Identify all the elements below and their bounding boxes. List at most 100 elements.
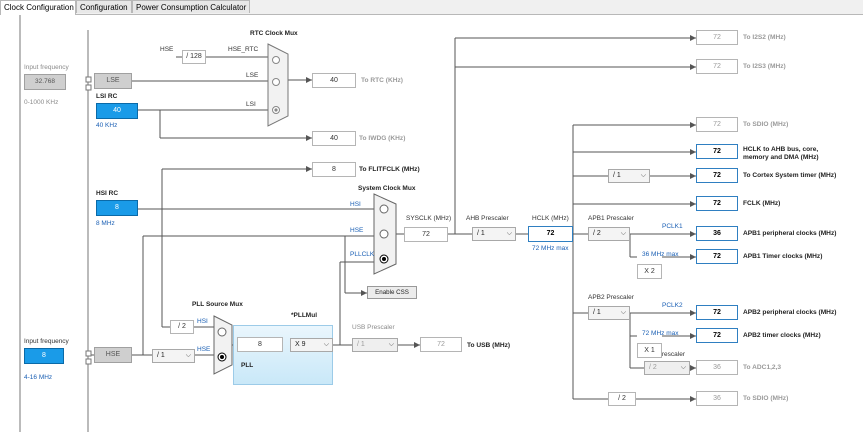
apb2-timer-value[interactable]: 72 — [696, 328, 738, 343]
lse-frequency-input[interactable]: 32.768 — [24, 74, 66, 90]
apb2-peripheral-value[interactable]: 72 — [696, 305, 738, 320]
usb-clock-label: To USB (MHz) — [467, 342, 511, 349]
sysclk-mux-title: System Clock Mux — [358, 185, 416, 192]
chevron-down-icon: ⌵ — [680, 364, 686, 371]
hclk-ahb-label-line2: memory and DMA (MHz) — [743, 154, 819, 161]
sysclk-hse-label: HSE — [350, 227, 364, 234]
sdio2-clock-value[interactable]: 36 — [696, 391, 738, 406]
hse-range-label: 4-16 MHz — [24, 374, 53, 381]
apb1-prescaler-select[interactable]: / 2 ⌵ — [588, 227, 630, 241]
cortex-timer-divider-value: / 1 — [613, 172, 621, 179]
apb1-timer-label: APB1 Timer clocks (MHz) — [743, 253, 823, 260]
usb-prescaler-value: / 1 — [357, 341, 365, 348]
chevron-down-icon: ⌵ — [388, 341, 394, 348]
hse-pll-divider-select[interactable]: / 1⌵ — [152, 349, 195, 363]
apb2-timer-multiplier: X 1 — [637, 343, 662, 358]
apb2-prescaler-select[interactable]: / 1 ⌵ — [588, 306, 630, 320]
pclk1-max-label: 36 MHz max — [642, 251, 679, 258]
usb-prescaler-select[interactable]: / 1 ⌵ — [352, 338, 398, 352]
adc-clock-label: To ADC1,2,3 — [743, 364, 782, 371]
pll-multiplier-value: X 9 — [295, 341, 306, 348]
enable-css-button[interactable]: Enable CSS — [367, 286, 417, 299]
adc-clock-value[interactable]: 36 — [696, 360, 738, 375]
hclk-max-label: 72 MHz max — [532, 245, 569, 252]
fclk-label: FCLK (MHz) — [743, 200, 781, 207]
rtc-hse-rtc-label: HSE_RTC — [228, 46, 259, 53]
pll-mul-label: *PLLMul — [291, 312, 317, 319]
sdio-clock-value[interactable]: 72 — [696, 117, 738, 132]
sysclk-hsi-label: HSI — [350, 201, 361, 208]
apb2-prescaler-title: APB2 Prescaler — [588, 294, 634, 301]
hsi-rc-title: HSI RC — [96, 190, 119, 197]
pll-source-mux-title: PLL Source Mux — [192, 301, 243, 308]
hsi-div2-box: / 2 — [170, 320, 194, 334]
flitfclk-value[interactable]: 8 — [312, 162, 356, 177]
hsi-rc-value: 8 — [96, 200, 138, 216]
pll-src-hse-label: HSE — [197, 346, 211, 353]
chevron-down-icon: ⌵ — [323, 341, 329, 348]
cortex-timer-label: To Cortex System timer (MHz) — [743, 172, 837, 179]
cortex-timer-value[interactable]: 72 — [696, 168, 738, 183]
cortex-timer-divider-select[interactable]: / 1 ⌵ — [608, 169, 650, 183]
adc-prescaler-select[interactable]: / 2 ⌵ — [644, 361, 690, 375]
chevron-down-icon: ⌵ — [640, 172, 646, 179]
hse-block: HSE — [94, 347, 132, 363]
apb2-prescaler-value: / 1 — [593, 309, 601, 316]
chevron-down-icon: ⌵ — [620, 230, 626, 237]
flitfclk-label: To FLITFCLK (MHz) — [359, 166, 420, 173]
adc-prescaler-value: / 2 — [649, 364, 657, 371]
rtc-lsi-label: LSI — [246, 101, 256, 108]
pll-block — [233, 325, 333, 385]
apb2-peripheral-label: APB2 peripheral clocks (MHz) — [743, 309, 837, 316]
sdio-clock-label: To SDIO (MHz) — [743, 121, 789, 128]
hse-pll-divider-value: / 1 — [157, 352, 165, 359]
hclk-value[interactable]: 72 — [528, 226, 573, 242]
clock-tree-canvas: RTC Clock Mux System Clock Mux PLL Sourc… — [0, 15, 863, 432]
hse-frequency-label: Input frequency — [24, 338, 69, 345]
fclk-value[interactable]: 72 — [696, 196, 738, 211]
lsi-rc-value: 40 — [96, 103, 138, 119]
rtc-lse-label: LSE — [246, 72, 259, 79]
hclk-ahb-value[interactable]: 72 — [696, 144, 738, 159]
i2s3-clock-label: To I2S3 (MHz) — [743, 63, 786, 70]
chevron-down-icon: ⌵ — [620, 309, 626, 316]
hclk-label: HCLK (MHz) — [532, 215, 569, 222]
hclk-ahb-label: HCLK to AHB bus, core, — [743, 146, 819, 153]
lsi-rc-title: LSI RC — [96, 93, 118, 100]
pll-multiplier-select[interactable]: X 9 ⌵ — [290, 338, 333, 352]
ahb-prescaler-title: AHB Prescaler — [466, 215, 509, 222]
sysclk-value[interactable]: 72 — [404, 227, 448, 242]
tab-configuration[interactable]: Configuration — [76, 0, 132, 13]
rtc-mux-title: RTC Clock Mux — [250, 30, 298, 37]
chevron-down-icon: ⌵ — [506, 230, 512, 237]
apb1-prescaler-value: / 2 — [593, 230, 601, 237]
sdio-divider-box: / 2 — [608, 392, 636, 406]
ahb-prescaler-value: / 1 — [477, 230, 485, 237]
tab-power-consumption-calculator[interactable]: Power Consumption Calculator — [132, 0, 250, 13]
hse-frequency-input[interactable]: 8 — [24, 348, 64, 364]
apb1-peripheral-value[interactable]: 36 — [696, 226, 738, 241]
i2s2-clock-value[interactable]: 72 — [696, 30, 738, 45]
hsi-frequency-label: 8 MHz — [96, 220, 115, 227]
apb2-timer-label: APB2 timer clocks (MHz) — [743, 332, 821, 339]
apb1-timer-multiplier: X 2 — [637, 264, 662, 279]
pclk2-label: PCLK2 — [662, 302, 683, 309]
i2s3-clock-value[interactable]: 72 — [696, 59, 738, 74]
apb1-timer-value[interactable]: 72 — [696, 249, 738, 264]
rtc-clock-label: To RTC (KHz) — [361, 77, 403, 84]
tab-clock-configuration[interactable]: Clock Configuration — [0, 0, 76, 15]
i2s2-clock-label: To I2S2 (MHz) — [743, 34, 786, 41]
tab-bar: Clock Configuration Configuration Power … — [0, 0, 863, 15]
iwdg-clock-label: To IWDG (KHz) — [359, 135, 406, 142]
lse-block: LSE — [94, 73, 132, 89]
rtc-clock-value[interactable]: 40 — [312, 73, 356, 88]
lse-frequency-label: Input frequency — [24, 64, 69, 71]
sysclk-label: SYSCLK (MHz) — [406, 215, 452, 222]
iwdg-clock-value[interactable]: 40 — [312, 131, 356, 146]
apb1-peripheral-label: APB1 peripheral clocks (MHz) — [743, 230, 837, 237]
usb-clock-value[interactable]: 72 — [420, 337, 462, 352]
ahb-prescaler-select[interactable]: / 1 ⌵ — [472, 227, 516, 241]
clock-tree-wires — [19, 15, 696, 432]
lse-range-label: 0-1000 KHz — [24, 99, 59, 106]
pclk2-max-label: 72 MHz max — [642, 330, 679, 337]
